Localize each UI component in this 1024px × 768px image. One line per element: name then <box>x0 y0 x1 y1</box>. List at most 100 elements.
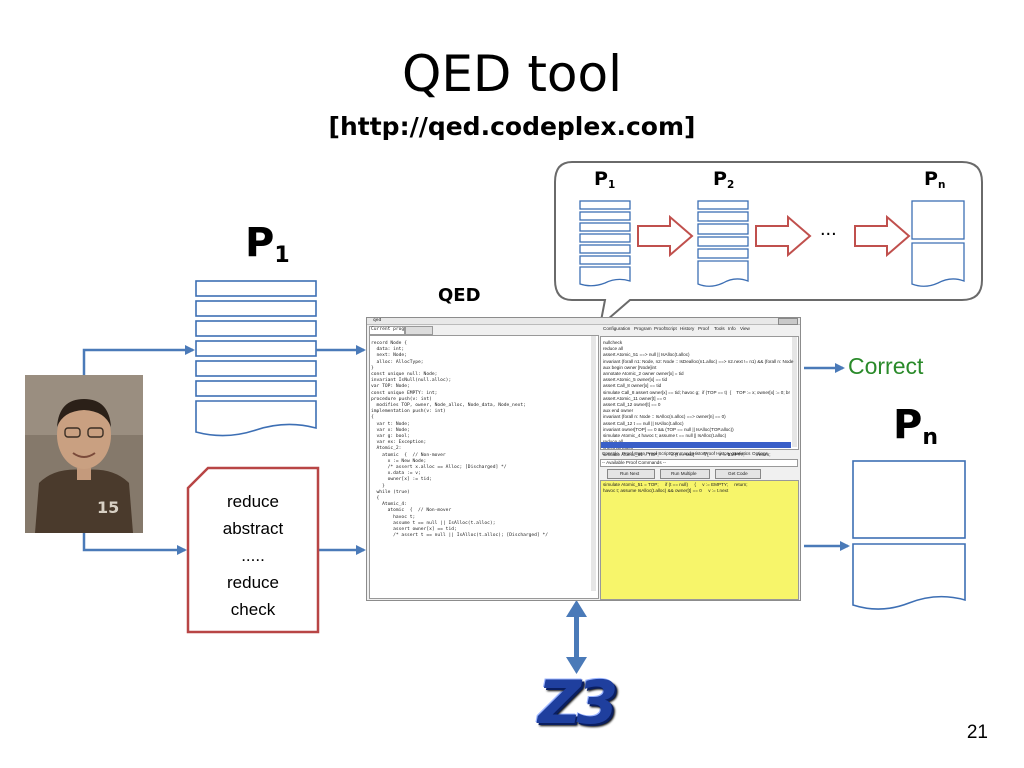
editor-code-line: invariant IsNull(null.alloc); <box>371 378 452 384</box>
menu-history[interactable]: History <box>680 326 695 331</box>
menu-configuration[interactable]: Configuration <box>603 326 631 331</box>
editor-code-line: var t: Node; <box>371 421 410 427</box>
editor-code-line: Atomic_4: <box>371 502 407 508</box>
reduce-script-text: reduce abstract ..... reduce check <box>194 488 312 623</box>
window-controls[interactable] <box>778 318 798 325</box>
proof-script-line: simulate Atomic_4 havoc t; assume t == n… <box>603 433 727 439</box>
editor-code-line: x.data := v; <box>371 471 421 477</box>
tab-console[interactable]: Console <box>602 451 619 456</box>
proof-script-line: assert Call_12 owner[t] == 0 <box>603 402 661 408</box>
bubble-label-p2: P2 <box>713 168 735 191</box>
editor-code-line: { <box>371 496 380 502</box>
proof-script-line: invariant (forall n: Node :: IsAlloc(n.a… <box>603 414 726 420</box>
bubble-label-p1: P1 <box>594 168 616 191</box>
slide-url: [http://qed.codeplex.com] <box>328 112 696 141</box>
editor-code-line: } <box>371 365 374 371</box>
tab-proof-history[interactable]: Proof History <box>704 451 731 456</box>
tab-statistics[interactable]: Statistics <box>732 451 751 456</box>
editor-code-line: { <box>371 415 374 421</box>
available-commands-select[interactable]: -- Available Proof Commands -- <box>600 459 798 467</box>
proof-script-line: reduce all <box>603 346 623 352</box>
proof-script-line: simulate Call_8 assert owner[x] == tid; … <box>603 389 790 395</box>
reduce-line: reduce <box>227 573 279 592</box>
editor-code-line: data: int; <box>371 347 405 353</box>
run-multiple-button[interactable]: Run Multiple <box>660 469 710 479</box>
editor-code-line: atomic { // Non-mover <box>371 452 446 458</box>
editor-code: record Node { data: int; next: Node; all… <box>371 341 548 540</box>
editor-code-line: while (true) <box>371 489 410 495</box>
proof-script-line: simulate Atomic_51 = TOP; if (t == null)… <box>603 451 771 457</box>
menu-view[interactable]: View <box>740 326 750 331</box>
run-next-button[interactable]: Run Next <box>607 469 655 479</box>
bubble-label-pn: Pn <box>924 168 946 191</box>
editor-code-line: /* assert t == null || IsAlloc(t.alloc);… <box>371 533 549 539</box>
proof-script-line: aux end owner <box>603 408 634 414</box>
editor-code-line: Atomic_2: <box>371 446 402 452</box>
proof-script-panel[interactable] <box>600 336 799 450</box>
tab-command-history[interactable]: Command History <box>670 451 707 456</box>
editor-code-line: alloc: AllocType; <box>371 359 424 365</box>
command-output-line: simulate Atomic_51 = TOP; if (t == null)… <box>603 482 748 487</box>
tab-proof-script[interactable]: Proof Script <box>646 451 670 456</box>
proof-script-line: annotate Atomic_2 owner owner[x] = tid <box>603 371 684 377</box>
command-output-panel[interactable] <box>600 480 799 600</box>
editor-code-line: } <box>371 483 385 489</box>
reduce-line: reduce <box>227 492 279 511</box>
editor-code-line: atomic { // Non-mover <box>371 508 452 514</box>
proof-scrollbar[interactable] <box>792 337 797 447</box>
page-number: 21 <box>966 722 988 743</box>
proof-script-line: aux begin owner [Node]int <box>603 364 657 370</box>
editor-code-line: const unique EMPTY: int; <box>371 390 438 396</box>
tab-proof-state[interactable]: Proof State <box>622 451 645 456</box>
reduce-line: abstract <box>222 519 284 538</box>
tab-file[interactable] <box>405 326 433 335</box>
editor-code-line: var x: Node; <box>371 427 410 433</box>
menu-tools[interactable]: Tools <box>714 326 725 331</box>
tab-current-program[interactable]: Current program <box>369 326 413 335</box>
menu-info[interactable]: Info <box>728 326 736 331</box>
tab-options[interactable]: Options <box>752 451 768 456</box>
slide-title: QED tool <box>401 45 623 103</box>
proof-script-line: invariant owner[TOP] == 0 && (TOP == nul… <box>603 426 734 432</box>
editor-code-line: var ex: Exception; <box>371 440 427 446</box>
editor-scrollbar[interactable] <box>591 336 596 591</box>
bottom-tabs: Console Proof State Proof Script Command… <box>600 451 797 458</box>
editor-code-line: record Node { <box>371 341 407 346</box>
correct-label: Correct <box>848 353 924 379</box>
editor-code-line: /* assert x.alloc == Alloc; [Discharged]… <box>371 465 507 471</box>
editor-code-line: procedure push(v: int) <box>371 396 432 402</box>
proof-script-line: nullcheck <box>603 340 623 345</box>
code-editor[interactable] <box>369 335 599 599</box>
proof-script-line: reduce all <box>603 439 794 445</box>
proof-script-line: assert Call_8 owner[x] == tid <box>603 383 662 389</box>
get-code-button[interactable]: Get Code <box>715 469 761 479</box>
bubble-p1-stack <box>579 200 631 287</box>
qed-label: QED <box>438 285 481 306</box>
command-output-lines: simulate Atomic_51 = TOP; if (t == null)… <box>603 482 748 494</box>
bubble-pn-stack <box>911 200 965 287</box>
editor-code-line: var TOP: Node; <box>371 384 410 390</box>
bubble-transform-arrows <box>637 214 911 258</box>
z3-link-arrow <box>566 600 587 674</box>
editor-code-line: const unique null: Node; <box>371 372 438 378</box>
proof-script-line: assert Atomic_51 ==> null || IsAlloc(t.a… <box>603 352 690 358</box>
reduce-line: ..... <box>241 546 265 565</box>
qed-titlebar: qed <box>367 318 800 325</box>
editor-code-line: modifies TOP, owner, Node_alloc, Node_da… <box>371 403 526 409</box>
command-output-line: havoc t; assume IsAlloc(t.alloc) && owne… <box>603 488 729 494</box>
bubble-p2-stack <box>697 200 749 287</box>
editor-code-line: next: Node; <box>371 353 407 359</box>
qed-window-title: qed <box>373 318 382 323</box>
reduce-script-box <box>186 466 320 634</box>
proof-script-line: invariant (forall n1: Node, n2: Node :: … <box>603 358 794 364</box>
editor-code-line: var g: bool; <box>371 434 410 440</box>
qed-window: qed Current program record Node { data: … <box>366 317 801 601</box>
menu-proofscript[interactable]: ProofScript <box>654 326 677 331</box>
editor-code-line: assume t == null || IsAlloc(t.alloc); <box>371 520 496 526</box>
menu-program[interactable]: Program <box>634 326 652 331</box>
proof-script-line: assert Call_12 t == null || IsAlloc(t.al… <box>603 420 684 426</box>
proof-selected-line[interactable] <box>601 442 791 448</box>
menu-proof[interactable]: Proof <box>698 326 709 331</box>
